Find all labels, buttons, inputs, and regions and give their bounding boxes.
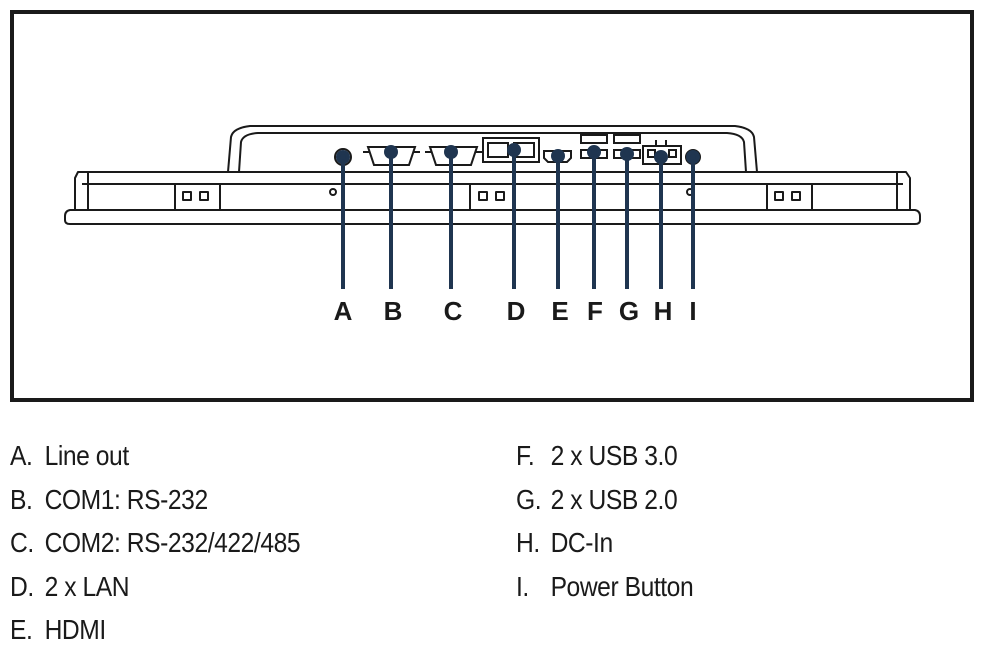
bezel-lip: [64, 209, 921, 225]
bracket-middle: [469, 183, 516, 211]
com2-port-icon: [428, 146, 479, 166]
usb3-port-icon: [580, 134, 608, 144]
callout-label-e: E: [551, 296, 568, 326]
callout-label-b: B: [384, 296, 403, 326]
callout-dot-h: [654, 150, 668, 164]
legend-item-c: C. COM2: RS-232/422/485: [10, 527, 301, 558]
usb2-port-icon: [613, 134, 641, 144]
callout-dot-i: [686, 150, 700, 164]
callout-label-c: C: [444, 296, 463, 326]
screw-left: [329, 188, 337, 196]
diagram-frame: [10, 10, 974, 402]
legend-item-i: I. Power Button: [516, 570, 694, 602]
legend-item-a: A. Line out: [10, 440, 129, 471]
lan-port-icon: [482, 137, 540, 163]
legend-item-h: H. DC-In: [516, 527, 613, 558]
legend-item-d: D. 2 x LAN: [10, 570, 130, 602]
legend-item-e: E. HDMI: [10, 614, 106, 645]
callout-dot-a: [336, 150, 350, 164]
hdmi-port-icon: [543, 150, 572, 163]
legend-item-g: G. 2 x USB 2.0: [516, 483, 678, 515]
legend-item-f: F. 2 x USB 3.0: [516, 440, 678, 471]
callout-dot-f: [587, 145, 601, 159]
bracket-left: [174, 183, 221, 211]
legend-item-b: B. COM1: RS-232: [10, 483, 208, 515]
rear-housing-hump-inner: [238, 132, 747, 173]
callout-label-f: F: [587, 296, 603, 326]
callout-label-a: A: [334, 296, 353, 326]
callout-dot-e: [551, 149, 565, 163]
callout-dot-b: [384, 145, 398, 159]
callout-label-i: I: [689, 296, 696, 326]
bracket-right: [766, 183, 813, 211]
legend-left-column: A. Line out B. COM1: RS-232 C. COM2: RS-…: [10, 436, 340, 654]
callout-label-d: D: [507, 296, 526, 326]
callout-label-h: H: [654, 296, 673, 326]
callout-dot-g: [620, 147, 634, 161]
com1-port-icon: [366, 146, 417, 166]
callout-label-g: G: [619, 296, 639, 326]
callout-dot-d: [507, 143, 521, 157]
legend-right-column: F. 2 x USB 3.0 G. 2 x USB 2.0 H. DC-In I…: [516, 436, 717, 610]
callout-dot-c: [444, 145, 458, 159]
rear-housing-hump: [227, 125, 758, 173]
